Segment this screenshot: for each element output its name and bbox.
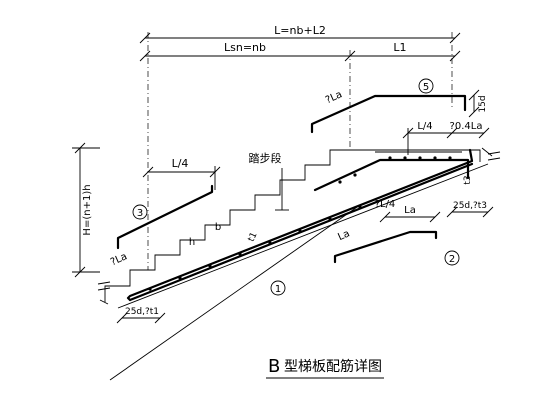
la-2-dim <box>379 211 441 223</box>
upper-landing-bar <box>310 94 467 134</box>
b-label: b <box>215 222 221 233</box>
t3-label: t3 <box>463 175 473 184</box>
quarter-top-dim <box>402 127 490 155</box>
marker-2: 2 <box>444 250 460 266</box>
top-left-bar <box>116 184 214 250</box>
d25-t1-label: 25d,?t1 <box>125 307 159 317</box>
marker-3-text: 3 <box>137 208 143 219</box>
marker-1-text: 1 <box>275 284 281 295</box>
anchor-right-label: ?0.4La <box>450 121 483 132</box>
lower-right-bar <box>333 230 438 264</box>
l1-label: L1 <box>393 41 406 54</box>
la-2-label: La <box>404 205 416 216</box>
la-left-label: ?La <box>109 251 129 268</box>
height-label: H=(n+1)h <box>82 184 93 235</box>
height-dimension <box>72 142 100 278</box>
d25-t3-label: 25d,?t3 <box>453 201 487 211</box>
drawing-title-prefix: B <box>268 356 280 377</box>
marker-1: 1 <box>270 280 286 296</box>
la-mid-label: ?L/4 <box>375 199 396 210</box>
tread-segment-bar <box>313 151 470 192</box>
la-5-label: ?La <box>324 89 344 106</box>
marker-2-text: 2 <box>449 254 455 265</box>
h-label: h <box>189 237 195 248</box>
lsn-label: Lsn=nb <box>224 41 266 54</box>
quarter-top-label: L/4 <box>417 121 432 132</box>
stair-profile <box>97 147 501 309</box>
t1-label: t1 <box>247 231 260 244</box>
drawing-title: 型梯板配筋详图 <box>284 358 382 375</box>
d15-dim <box>468 89 480 118</box>
tread-leader <box>275 168 289 211</box>
total-length-label: L=nb+L2 <box>274 24 326 37</box>
marker-5: 5 <box>418 78 434 94</box>
la-bottom-label: La <box>336 228 351 243</box>
d25-t1-dim <box>116 312 166 324</box>
distribution-bar-dots <box>148 156 452 291</box>
d15-label: 15d <box>478 95 488 112</box>
top-dimension-lines <box>139 32 461 270</box>
d25-t3-dim <box>446 206 494 218</box>
quarter-left-label: L/4 <box>172 157 189 170</box>
marker-5-text: 5 <box>423 82 429 93</box>
quarter-left-dim <box>142 166 221 190</box>
marker-3: 3 <box>132 204 148 220</box>
long-leader-line <box>109 204 361 381</box>
tread-segment-label: 踏步段 <box>249 151 282 165</box>
